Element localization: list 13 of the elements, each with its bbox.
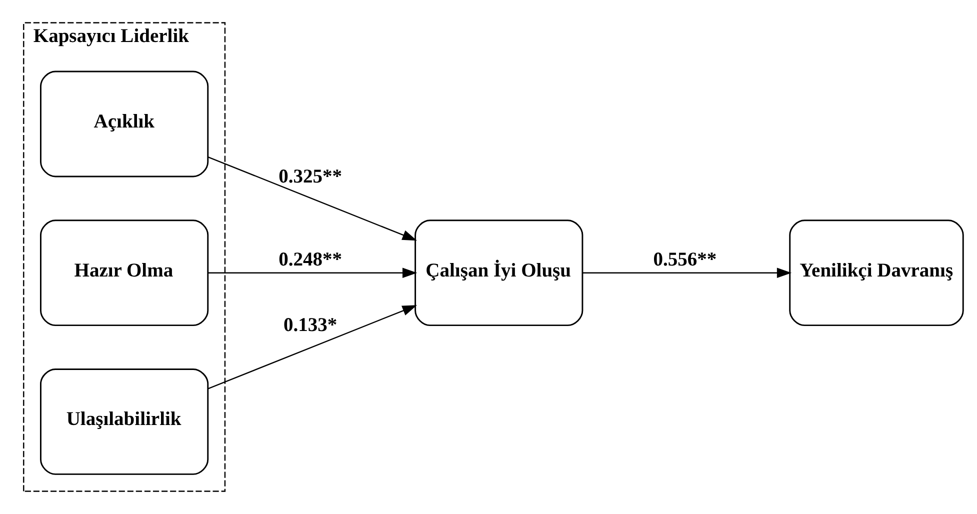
arrow (582, 268, 792, 278)
arrow (208, 305, 418, 390)
node-box: Hazır Olma (40, 220, 209, 326)
edge-label: 0.248** (278, 249, 342, 270)
node-box: Yenilikçi Davranış (789, 220, 964, 326)
node-box: Çalışan İyi Oluşu (414, 220, 584, 326)
node-box: Ulaşılabilirlik (40, 368, 209, 475)
edge-label: 0.325** (278, 166, 342, 188)
edge-label: 0.556** (653, 249, 717, 270)
edge-label: 0.133* (284, 315, 338, 336)
node-box: Açıklık (40, 70, 209, 178)
arrow (208, 268, 418, 278)
arrow (208, 156, 418, 241)
